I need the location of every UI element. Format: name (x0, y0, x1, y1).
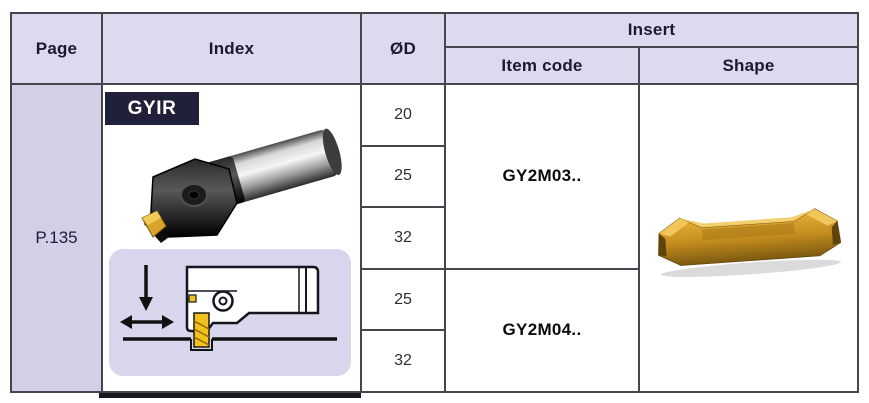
item-code-column-header: Item code (446, 48, 638, 83)
item-code-cell: GY2M04.. (446, 269, 638, 391)
boring-bar-photo-icon (141, 128, 342, 243)
diameter-cell: 25 (362, 146, 444, 207)
diameter-cell: 25 (362, 269, 444, 330)
index-cell: GYIR (103, 85, 360, 391)
shape-column-header: Shape (640, 48, 857, 83)
feed-lateral-arrow-icon (120, 315, 174, 329)
grooving-insert-photo-icon (657, 208, 841, 277)
item-code-cell: GY2M03.. (446, 85, 638, 268)
page-column-header: Page (12, 14, 101, 83)
diameter-cell: 32 (362, 331, 444, 391)
toolholder-outline (185, 265, 320, 333)
tool-selection-table: Page Index ØD Insert Item code Shape P.1… (10, 12, 859, 393)
diameter-cell: 20 (362, 85, 444, 145)
grooving-operation-diagram (109, 249, 351, 376)
diameter-cell: 32 (362, 208, 444, 268)
diameter-column-header: ØD (362, 14, 444, 83)
insert-shape-cell (640, 85, 857, 391)
index-column-header: Index (103, 14, 360, 83)
insert-front-mark (188, 294, 197, 303)
tool-family-badge: GYIR (105, 92, 199, 125)
insert-group-header: Insert (446, 14, 857, 46)
feed-down-arrow-icon (139, 265, 153, 311)
next-row-crop-artifact (99, 393, 361, 398)
page-reference-cell: P.135 (12, 85, 101, 391)
clamp-screw-symbol (212, 290, 234, 312)
